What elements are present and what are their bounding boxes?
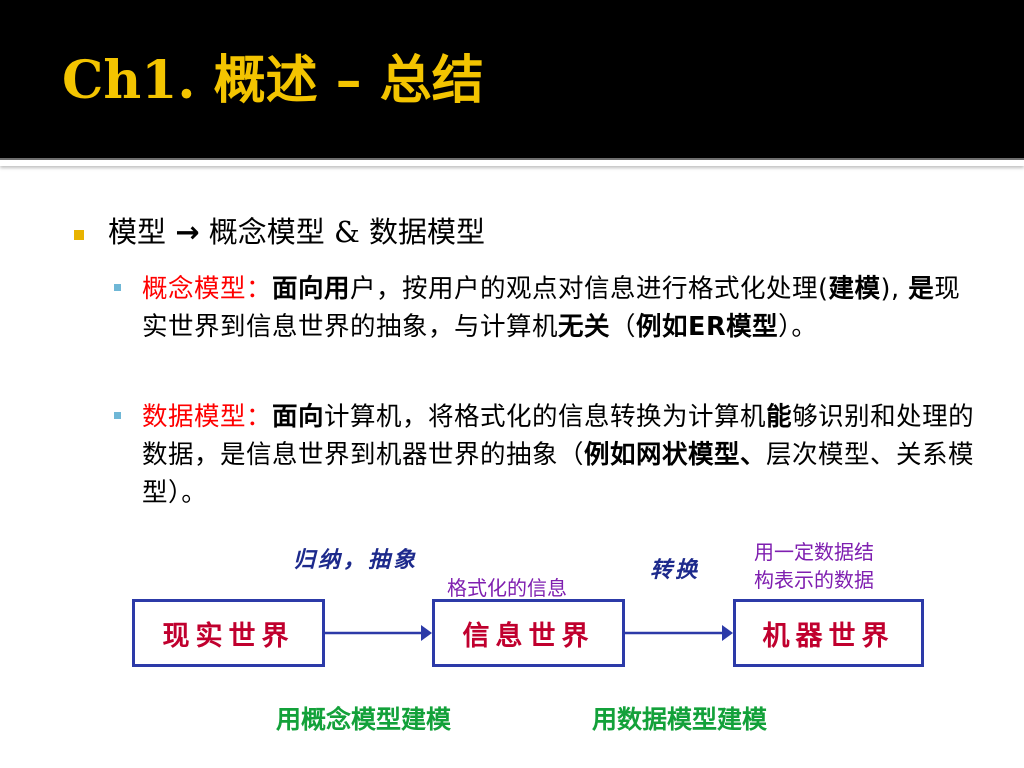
label-structured-data-line1: 用一定数据结	[754, 540, 874, 564]
term-colon: ：	[246, 402, 273, 432]
text-segment: 面向用	[272, 274, 351, 304]
term-colon: ：	[246, 274, 273, 304]
sub-bullet-data-model: 数据模型：面向计算机，将格式化的信息转换为计算机能够识别和处理的数据，是信息世界…	[142, 398, 977, 512]
text-segment: 面向	[272, 402, 325, 432]
box-info-world: 信息世界	[432, 599, 625, 667]
text-segment: ）。	[778, 312, 818, 342]
sub-bullet-icon	[114, 412, 121, 419]
label-transform: 转换	[650, 557, 701, 583]
world-model-diagram: 归纳，抽象 格式化的信息 转换 用一定数据结 构表示的数据 现实世界 信息世界 …	[0, 530, 1024, 768]
text-segment: 无关	[558, 312, 611, 342]
title-bar: Ch1. 概述 – 总结	[0, 0, 1024, 158]
title-divider	[0, 158, 1024, 166]
label-data-modeling: 用数据模型建模	[592, 705, 768, 734]
label-info-formatted: 格式化的信息	[447, 576, 567, 600]
label-structured-data-line2: 构表示的数据	[754, 568, 874, 592]
text-segment: 计算机，将格式化的信息转换为计算机	[324, 402, 767, 432]
arrow-right-icon	[325, 625, 432, 641]
text-segment: （	[610, 312, 637, 342]
text-segment: 够识别和处理的数据，是信息世界到机器世界的抽象	[142, 402, 975, 470]
sub-bullet-icon	[114, 284, 121, 291]
text-segment: （	[558, 440, 585, 470]
text-segment: 例如网状模型、	[584, 440, 767, 470]
text-segment: 建模	[828, 274, 881, 304]
box-real-world: 现实世界	[132, 599, 325, 667]
main-bullet-part2: 概念模型	[208, 215, 325, 249]
text-segment: 能	[766, 402, 793, 432]
text-segment: 现实世界到信息世界的抽象，与计算机	[142, 274, 961, 342]
text-segment: 层次模型、关系模型）。	[142, 440, 975, 508]
label-abstract: 归纳，抽象	[293, 547, 419, 573]
sub-bullet-concept-model: 概念模型：面向用户，按用户的观点对信息进行格式化处理(建模), 是现实世界到信息…	[142, 270, 977, 346]
main-bullet-part1: 模型	[108, 215, 167, 249]
text-segment: ),	[880, 274, 900, 304]
term-data-model: 数据模型	[142, 402, 247, 432]
right-arrow-icon: →	[175, 215, 200, 249]
slide-title: Ch1. 概述 – 总结	[62, 50, 484, 111]
term-concept-model: 概念模型	[142, 274, 247, 304]
main-bullet-part3: 数据模型	[369, 215, 486, 249]
bullet-square-icon	[74, 230, 84, 240]
arrow-right-icon	[625, 625, 733, 641]
label-concept-modeling: 用概念模型建模	[276, 705, 452, 734]
text-segment: 是	[908, 274, 935, 304]
text-segment: 例如ER模型	[636, 312, 779, 342]
box-machine-world: 机器世界	[733, 599, 924, 667]
main-bullet-text: 模型 → 概念模型 & 数据模型	[108, 210, 485, 254]
text-segment: 户，按用户的观点对信息进行格式化处理(	[350, 274, 829, 304]
label-structured-data: 用一定数据结 构表示的数据	[754, 538, 874, 594]
main-bullet-amp: &	[334, 215, 360, 249]
